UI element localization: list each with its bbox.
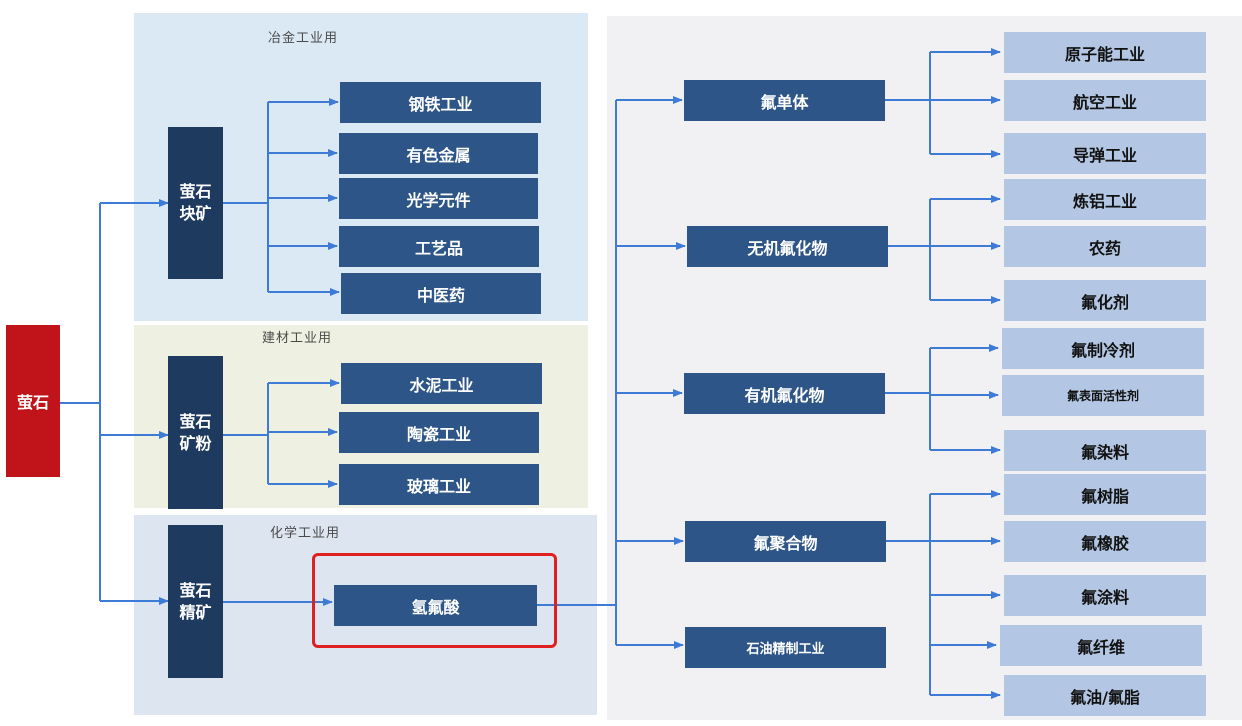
chemical-panel-title: 化学工业用	[270, 526, 341, 541]
chem-product: 氟单体	[684, 80, 885, 121]
metallurgy-panel-title: 冶金工业用	[268, 31, 339, 46]
end-use: 氟树脂	[1004, 474, 1206, 515]
end-use: 氟橡胶	[1004, 521, 1206, 562]
end-use: 氟表面活性剂	[1002, 375, 1204, 416]
end-use: 航空工业	[1004, 80, 1206, 121]
ore-lump: 萤石 块矿	[168, 127, 223, 279]
building-use: 陶瓷工业	[339, 412, 539, 453]
metallurgy-use: 光学元件	[339, 178, 538, 219]
metallurgy-use: 工艺品	[339, 226, 539, 267]
building-use: 水泥工业	[341, 363, 542, 404]
end-use: 氟制冷剂	[1002, 328, 1204, 369]
metallurgy-use: 有色金属	[339, 133, 538, 174]
end-use: 炼铝工业	[1004, 179, 1206, 220]
end-use: 原子能工业	[1004, 32, 1206, 73]
end-use: 氟化剂	[1004, 280, 1206, 321]
end-use: 氟纤维	[1000, 625, 1202, 666]
end-use: 氟染料	[1004, 430, 1206, 471]
chem-product: 氟聚合物	[685, 521, 886, 562]
root-node-fluorite: 萤石	[6, 325, 60, 477]
ore-concentrate: 萤石 精矿	[168, 525, 223, 678]
end-use: 氟涂料	[1004, 575, 1206, 616]
hydrofluoric-acid: 氢氟酸	[334, 585, 537, 626]
hf-highlight-box	[312, 553, 557, 648]
building-panel-title: 建材工业用	[262, 331, 333, 346]
end-use: 导弹工业	[1004, 133, 1206, 174]
end-use: 农药	[1004, 226, 1206, 267]
ore-powder: 萤石 矿粉	[168, 356, 223, 509]
end-use: 氟油/氟脂	[1004, 675, 1206, 716]
metallurgy-use: 中医药	[341, 273, 541, 314]
chem-product: 石油精制工业	[685, 627, 886, 668]
building-use: 玻璃工业	[339, 464, 539, 505]
metallurgy-use: 钢铁工业	[340, 82, 541, 123]
chem-product: 有机氟化物	[684, 373, 885, 414]
chem-product: 无机氟化物	[687, 226, 888, 267]
